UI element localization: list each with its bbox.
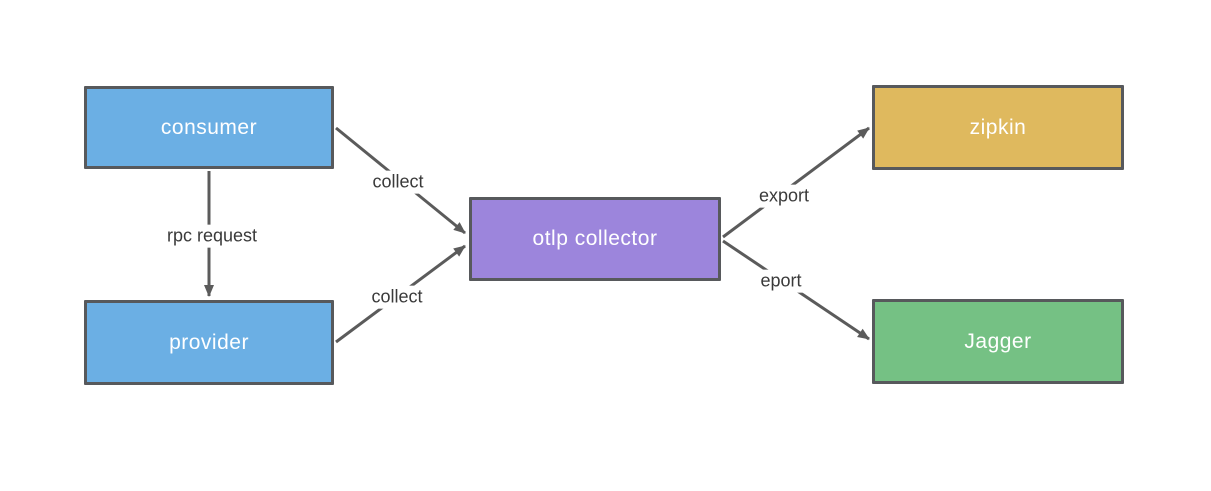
node-provider-label: provider bbox=[169, 330, 249, 354]
node-otlp-collector: otlp collector bbox=[469, 197, 721, 281]
edge-export-zipkin-line bbox=[722, 126, 870, 239]
node-zipkin: zipkin bbox=[872, 85, 1124, 170]
edge-label-rpc-request: rpc request bbox=[161, 224, 263, 248]
node-zipkin-label: zipkin bbox=[969, 115, 1027, 139]
edge-label-collect-consumer: collect bbox=[367, 170, 429, 194]
edge-label-export-zipkin: export bbox=[753, 184, 815, 208]
node-provider: provider bbox=[84, 300, 334, 385]
node-otlp-collector-label: otlp collector bbox=[532, 227, 658, 250]
node-jagger: Jagger bbox=[872, 299, 1124, 384]
node-consumer: consumer bbox=[84, 86, 334, 169]
node-jagger-label: Jagger bbox=[964, 329, 1032, 353]
edge-label-collect-provider: collect bbox=[366, 285, 428, 309]
node-consumer-label: consumer bbox=[160, 115, 258, 139]
edge-label-export-jagger: eport bbox=[755, 269, 807, 293]
